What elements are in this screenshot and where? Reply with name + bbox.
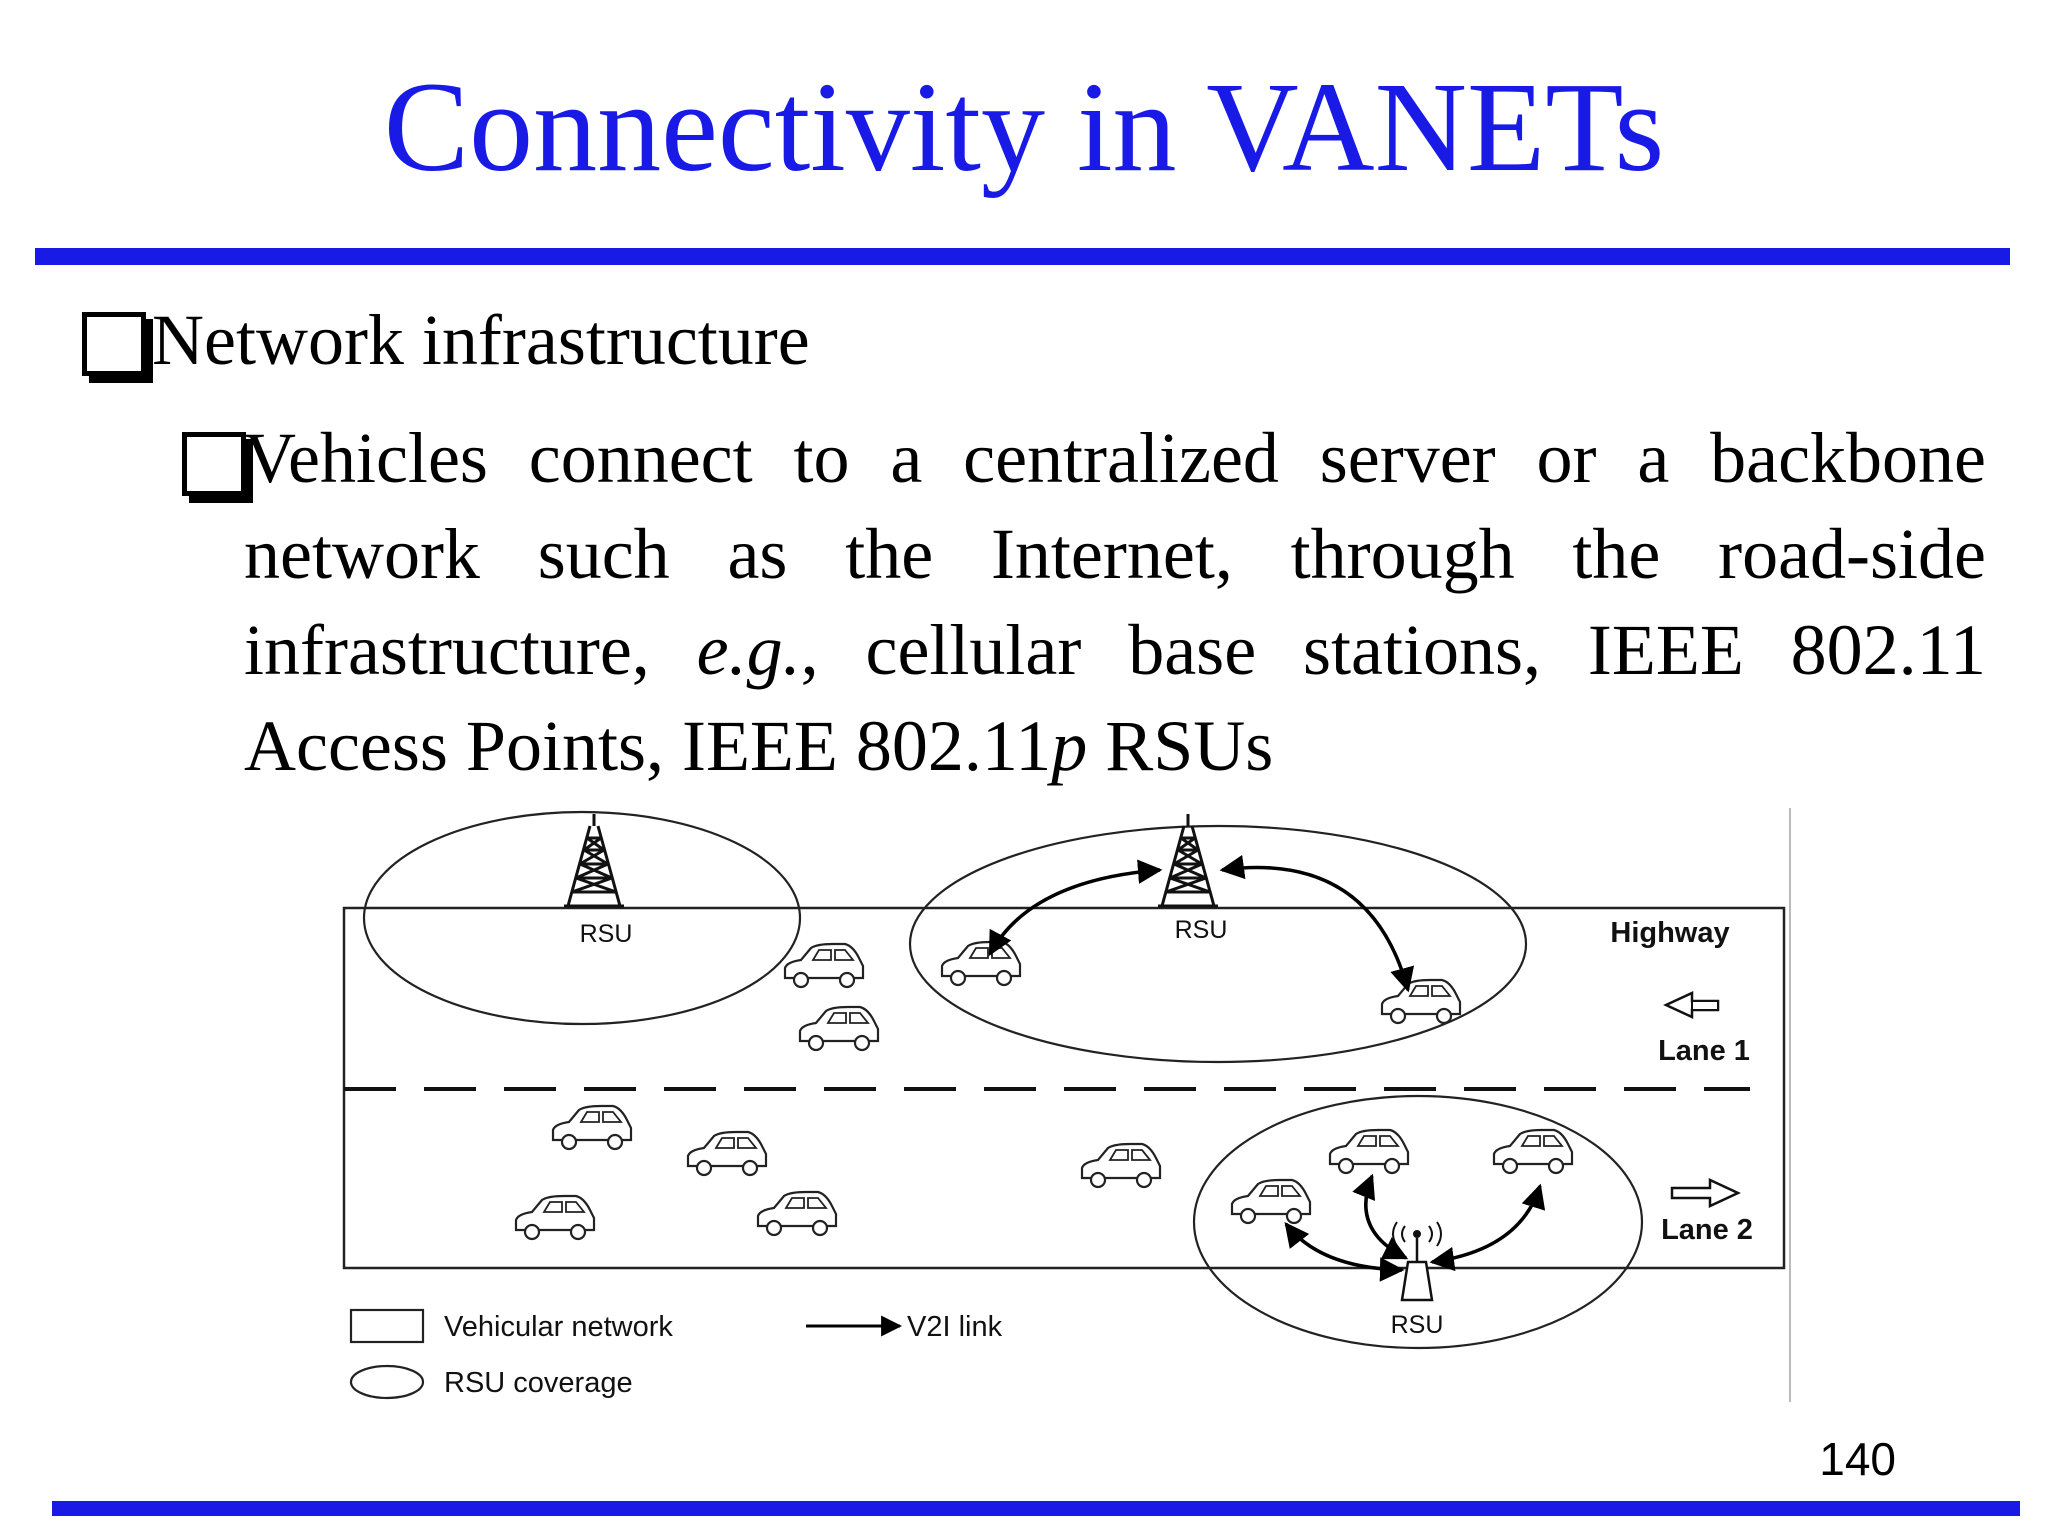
car-icon xyxy=(1230,1178,1312,1225)
rsu-label-2: RSU xyxy=(1175,916,1228,944)
checkbox-bullet-icon xyxy=(182,432,246,496)
lane2-label: Lane 2 xyxy=(1661,1214,1753,1246)
bullet-line-3: infrastructure, e.g., cellular base stat… xyxy=(244,602,1986,698)
car-icon xyxy=(514,1194,596,1241)
rsu-coverage-2 xyxy=(908,824,1528,1064)
highway-label: Highway xyxy=(1610,917,1729,949)
legend-rsu-label: RSU coverage xyxy=(444,1367,633,1399)
car-icon xyxy=(756,1190,838,1237)
bullet-line-3-start: infrastructure, xyxy=(244,610,697,690)
bullet-line-3-end: , cellular base stations, IEEE 802.11 xyxy=(800,610,1986,690)
bullet-text: Network infrastructure xyxy=(152,300,810,380)
car-icon xyxy=(798,1005,880,1052)
v2i-link xyxy=(1219,854,1415,993)
page-number: 140 xyxy=(1819,1433,1896,1485)
cell-tower-icon xyxy=(562,812,626,908)
car-icon xyxy=(1080,1142,1162,1189)
bullet-line-4-end: RSUs xyxy=(1087,706,1274,786)
car-icon xyxy=(551,1104,633,1151)
rsu-label-1: RSU xyxy=(580,920,633,948)
bullet-line-4: Access Points, IEEE 802.11p RSUs xyxy=(244,698,1986,794)
legend-vehicular-label: Vehicular network xyxy=(444,1311,673,1343)
title-divider xyxy=(35,248,2010,265)
legend-v2i-label: V2I link xyxy=(907,1311,1003,1343)
rsu-label-3: RSU xyxy=(1391,1311,1444,1339)
bullet-line-4-start: Access Points, IEEE 802.11 xyxy=(244,706,1052,786)
car-icon xyxy=(783,942,865,989)
car-icon xyxy=(940,940,1022,987)
bullet-line-1: Vehicles connect to a centralized server… xyxy=(244,418,1986,498)
car-icon xyxy=(1492,1128,1574,1175)
p-suffix: p xyxy=(1051,706,1088,786)
lane1-direction-arrow xyxy=(1663,991,1720,1019)
eg-abbrev: e.g. xyxy=(696,610,801,690)
legend-rsu-swatch xyxy=(349,1364,425,1400)
rsu-coverage-3 xyxy=(1192,1094,1644,1350)
car-icon xyxy=(1380,978,1462,1025)
bullet-vehicles-connect: Vehicles connect to a centralized server… xyxy=(182,410,1986,794)
v2i-link xyxy=(1284,1222,1405,1282)
bullet-network-infrastructure: Network infrastructure xyxy=(82,292,810,388)
lane1-label: Lane 1 xyxy=(1658,1035,1750,1067)
lane2-direction-arrow xyxy=(1670,1178,1741,1208)
bullet-line-2: network such as the Internet, through th… xyxy=(244,514,1986,594)
legend-vehicular-swatch xyxy=(349,1308,425,1344)
v2i-link xyxy=(1429,1183,1546,1272)
footer-divider xyxy=(52,1501,2020,1516)
car-icon xyxy=(686,1130,768,1177)
rsu-coverage-1 xyxy=(362,810,802,1026)
slide-title: Connectivity in VANETs xyxy=(383,56,1665,198)
checkbox-bullet-icon xyxy=(82,312,146,376)
car-icon xyxy=(1328,1128,1410,1175)
v2i-link xyxy=(1352,1173,1409,1260)
v2i-link xyxy=(988,859,1163,957)
